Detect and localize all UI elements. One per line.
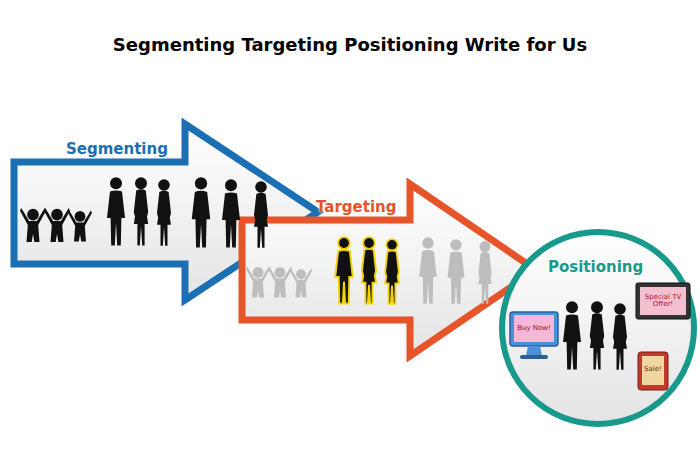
stage-heading: Positioning xyxy=(548,258,643,276)
stage-heading: Targeting xyxy=(316,198,396,216)
stage-heading: Segmenting xyxy=(66,140,168,158)
diagram-title: Segmenting Targeting Positioning Write f… xyxy=(0,34,700,55)
tv-label: Special TV Offer! xyxy=(640,294,686,309)
screen-label: Buy Now! xyxy=(514,325,554,332)
tablet-label: Sale! xyxy=(642,366,664,373)
